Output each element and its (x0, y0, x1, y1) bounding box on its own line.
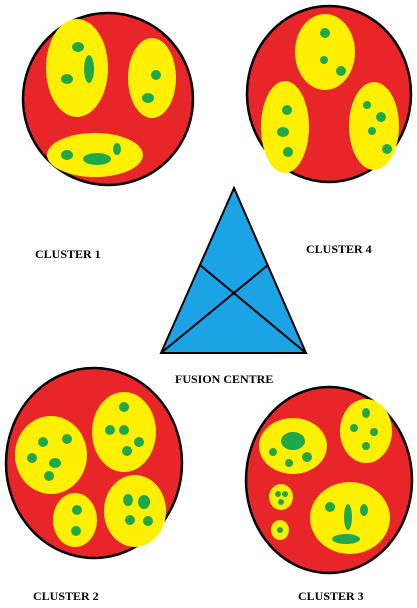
cluster-4-node (336, 66, 346, 76)
cluster-3-node (281, 432, 305, 450)
cluster-3-node (344, 504, 352, 530)
cluster-1-node (61, 150, 73, 160)
cluster-2-node (143, 516, 153, 526)
cluster-4-node (282, 105, 292, 115)
cluster-2-node (71, 526, 81, 536)
cluster-2-node (27, 453, 37, 463)
cluster-2-node (125, 515, 135, 525)
cluster-3-node (282, 491, 288, 497)
cluster-2 (6, 368, 182, 558)
cluster-1-node (72, 42, 84, 52)
cluster-3-node (325, 502, 335, 512)
cluster-3-label: CLUSTER 3 (298, 589, 364, 603)
cluster-3-node (285, 459, 293, 467)
cluster-4-node (283, 147, 293, 157)
cluster-2-node (72, 505, 82, 515)
cluster-4-node (320, 28, 330, 38)
cluster-3-node (302, 452, 312, 462)
cluster-1-node (84, 55, 94, 83)
cluster-1 (23, 13, 193, 185)
cluster-2-subgroup-bottom-right (104, 475, 166, 547)
cluster-2-node (62, 434, 72, 444)
cluster-3-node (362, 442, 370, 450)
cluster-4-subgroup-left (261, 81, 309, 173)
cluster-3-node (370, 428, 378, 436)
cluster-1-node (142, 93, 154, 103)
cluster-4-node (382, 144, 392, 154)
cluster-3-subgroup-small-upper (269, 484, 293, 510)
cluster-1-node (61, 74, 73, 84)
cluster-2-node (134, 437, 144, 447)
cluster-3-node (278, 499, 284, 505)
cluster-4-label: CLUSTER 4 (306, 242, 372, 256)
cluster-2-node (38, 437, 48, 447)
cluster-4-node (363, 101, 371, 109)
cluster-4-subgroup-right (349, 82, 399, 170)
cluster-1-label: CLUSTER 1 (35, 247, 101, 261)
fusion-centre (161, 188, 306, 353)
cluster-3-node (362, 408, 370, 418)
cluster-4-node (320, 56, 328, 64)
cluster-1-node (83, 153, 111, 165)
cluster-2-node (119, 402, 129, 412)
cluster-2-node (49, 458, 61, 468)
cluster-3-node (350, 424, 358, 432)
cluster-2-subgroup-bottom-left (53, 493, 97, 547)
fusion-centre-label: FUSION CENTRE (175, 372, 273, 386)
cluster-4-node (376, 112, 386, 122)
cluster-4-node (277, 127, 289, 137)
cluster-3 (246, 387, 412, 573)
cluster-3-node (277, 527, 283, 533)
cluster-2-node (122, 446, 132, 456)
cluster-1-node (113, 143, 121, 155)
cluster-4 (247, 6, 411, 182)
cluster-2-node (123, 494, 133, 506)
cluster-3-node (332, 534, 360, 544)
cluster-2-node (44, 471, 54, 481)
cluster-2-label: CLUSTER 2 (33, 589, 99, 603)
cluster-3-node (360, 504, 368, 516)
cluster-1-node (151, 70, 161, 80)
fusion-centre-triangle (161, 188, 306, 353)
cluster-2-subgroup-top-left (15, 416, 87, 494)
cluster-1-subgroup-left (46, 19, 108, 117)
cluster-2-node (138, 495, 150, 509)
cluster-4-subgroup-top (295, 14, 355, 90)
cluster-3-node (269, 448, 277, 456)
cluster-2-node (119, 425, 129, 435)
cluster-4-node (368, 127, 376, 135)
cluster-3-node (275, 491, 281, 497)
cluster-2-node (105, 425, 115, 435)
